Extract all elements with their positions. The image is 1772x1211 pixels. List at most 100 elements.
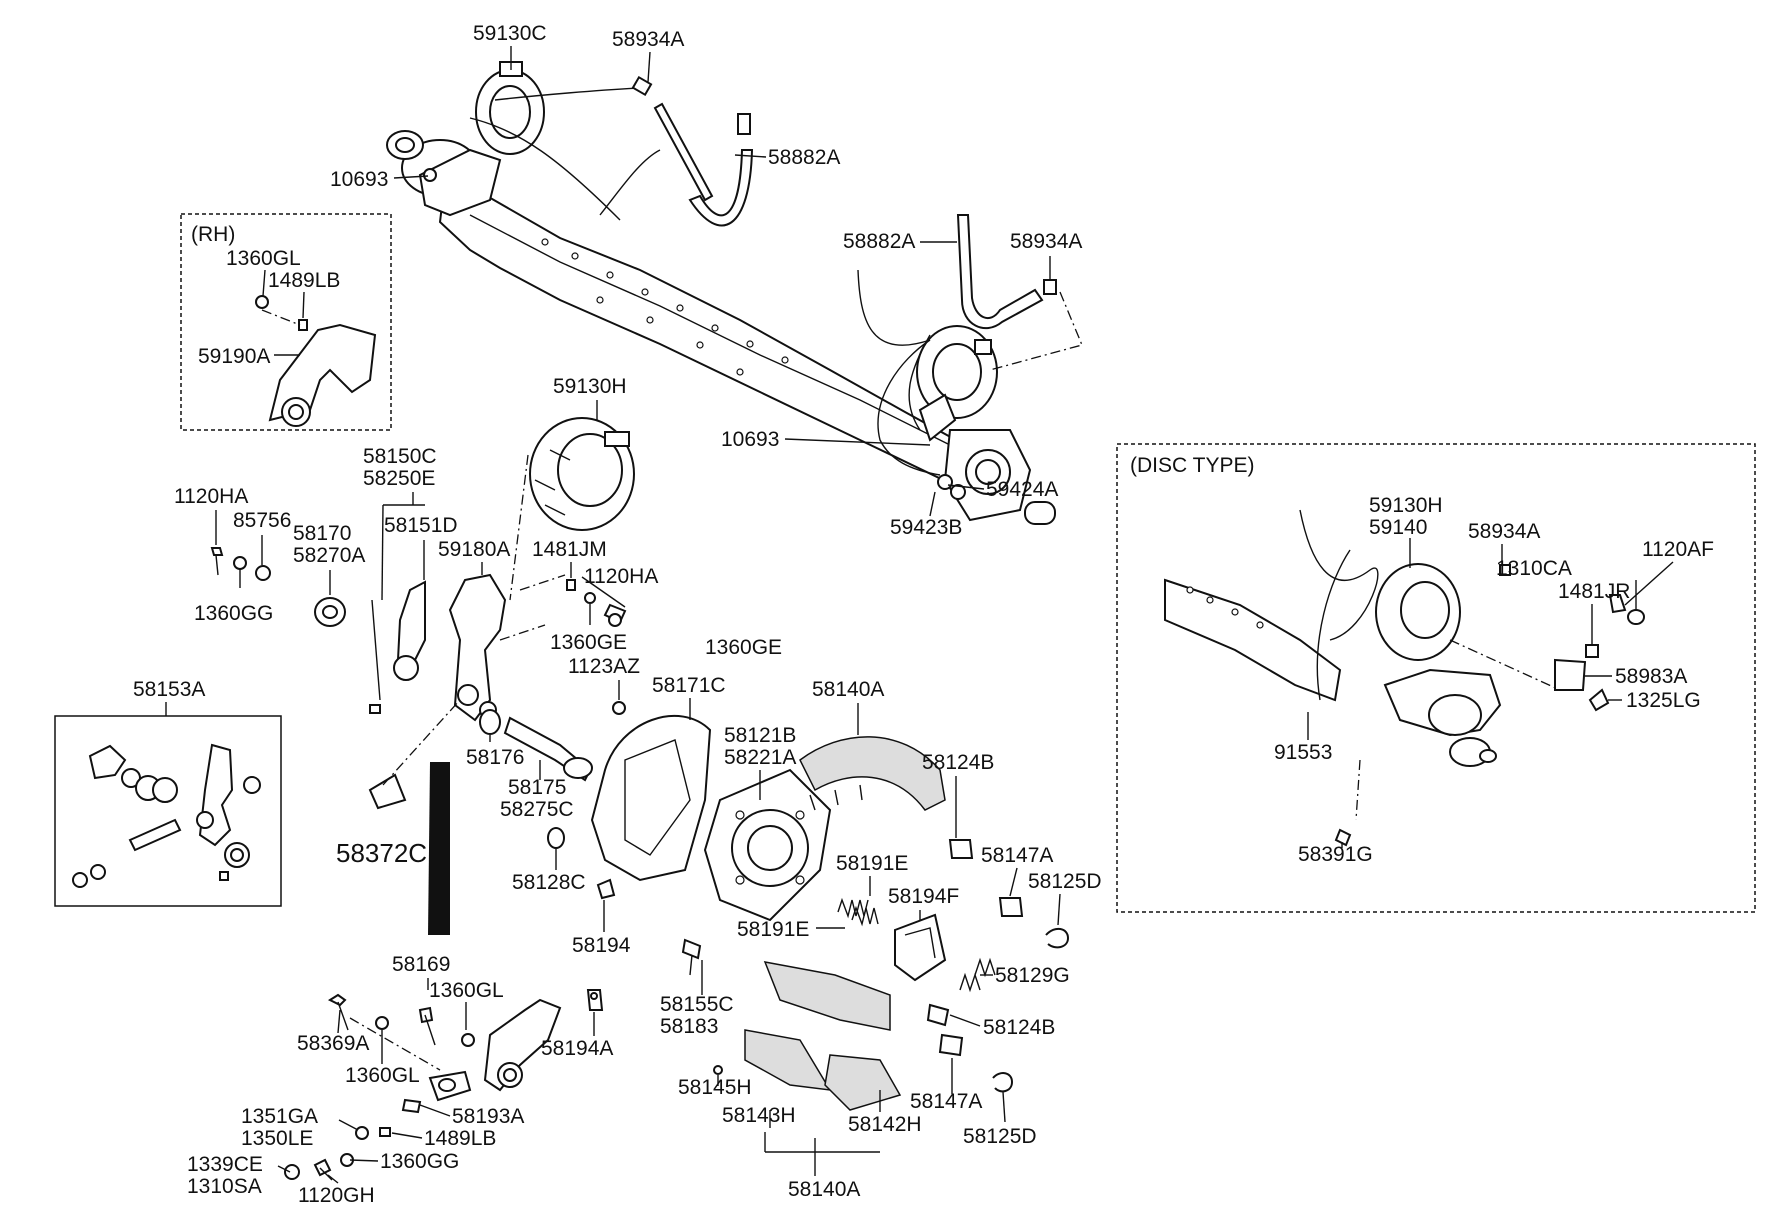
label-58155C: 58155C — [660, 993, 734, 1016]
labels: (RH) (DISC TYPE) 59130C 58934A 58882A 10… — [133, 22, 1714, 1207]
axle-holes — [541, 238, 789, 376]
label-58121B: 58121B — [724, 724, 796, 747]
label-10693: 10693 — [721, 428, 779, 451]
adjuster-kit-parts — [72, 743, 261, 888]
label-58391G: 58391G — [1298, 843, 1373, 866]
brake-spider-58121B — [703, 768, 832, 922]
label-58934A: 58934A — [612, 28, 684, 51]
part-58372C — [368, 699, 461, 810]
label-58194A: 58194A — [541, 1037, 613, 1060]
label-1360GL: 1360GL — [226, 247, 301, 270]
disc-type-box — [1116, 443, 1756, 913]
label-58934A: 58934A — [1010, 230, 1082, 253]
fasteners-1481JM — [566, 579, 627, 715]
label-59423B: 59423B — [890, 516, 962, 539]
camshaft-58175 — [479, 709, 593, 782]
label-58175: 58175 — [508, 776, 566, 799]
label-58183: 58183 — [660, 1015, 718, 1038]
brake-shoe-top — [799, 736, 946, 811]
right-knuckle-assembly — [916, 325, 1056, 525]
label-85756: 85756 — [233, 509, 291, 532]
fasteners-left — [210, 547, 346, 627]
brake-chamber-59130H — [509, 417, 635, 601]
label-58150C: 58150C — [363, 445, 437, 468]
top-brake-lines — [469, 75, 754, 227]
label-58369A: 58369A — [297, 1032, 369, 1055]
label-58270A: 58270A — [293, 544, 365, 567]
label-58169: 58169 — [392, 953, 450, 976]
brake-shoes-bottom — [713, 961, 902, 1111]
label-58151D: 58151D — [384, 514, 458, 537]
label-59424A: 59424A — [986, 478, 1058, 501]
label-1120AF: 1120AF — [1642, 538, 1714, 561]
front-axle-beam — [438, 178, 1012, 502]
label-58125D: 58125D — [1028, 870, 1102, 893]
label-1310SA: 1310SA — [187, 1175, 262, 1198]
label-1325LG: 1325LG — [1626, 689, 1701, 712]
label-58170: 58170 — [293, 522, 351, 545]
rh-bracket-assembly — [255, 295, 377, 427]
left-knuckle-assembly — [386, 61, 545, 217]
bracket-58194F — [894, 913, 947, 982]
label-1360GG: 1360GG — [380, 1150, 459, 1173]
label-1120HA: 1120HA — [584, 565, 658, 588]
bolt-58155C — [681, 938, 702, 976]
label-58191E: 58191E — [737, 918, 809, 941]
label-58983A: 58983A — [1615, 665, 1687, 688]
slack-adjuster — [369, 580, 426, 714]
label-58129G: 58129G — [995, 964, 1070, 987]
label-10693: 10693 — [330, 168, 388, 191]
mid-brake-lines — [857, 214, 1083, 476]
label-58275C: 58275C — [500, 798, 574, 821]
label-59130H: 59130H — [1369, 494, 1443, 517]
section-disc-label: (DISC TYPE) — [1130, 454, 1254, 477]
label-91553: 91553 — [1274, 741, 1332, 764]
label-58882A: 58882A — [843, 230, 915, 253]
label-58147A: 58147A — [910, 1090, 982, 1113]
label-59140: 59140 — [1369, 516, 1427, 539]
label-58142H: 58142H — [848, 1113, 922, 1136]
label-1489LB: 1489LB — [268, 269, 340, 292]
label-58372C: 58372C — [336, 838, 427, 868]
label-59180A: 59180A — [438, 538, 510, 561]
label-59130C: 59130C — [473, 22, 547, 45]
label-58194F: 58194F — [888, 885, 959, 908]
label-59130H: 59130H — [553, 375, 627, 398]
label-1351GA: 1351GA — [241, 1105, 318, 1128]
label-58125D: 58125D — [963, 1125, 1037, 1148]
camshaft-indicator — [428, 762, 450, 935]
label-58221A: 58221A — [724, 746, 796, 769]
label-58153A: 58153A — [133, 678, 205, 701]
label-1481JM: 1481JM — [532, 538, 607, 561]
label-58140A: 58140A — [788, 1178, 860, 1201]
label-58143H: 58143H — [722, 1104, 796, 1127]
adjuster-kit-box — [54, 715, 282, 907]
bracket-59180A — [448, 573, 566, 722]
label-58124B: 58124B — [983, 1016, 1055, 1039]
label-1120GH: 1120GH — [298, 1184, 375, 1207]
label-58176: 58176 — [466, 746, 524, 769]
label-58882A: 58882A — [768, 146, 840, 169]
label-1360GE: 1360GE — [550, 631, 627, 654]
label-58934A: 58934A — [1468, 520, 1540, 543]
section-rh-label: (RH) — [191, 223, 235, 246]
disc-type-assembly — [1164, 509, 1645, 847]
label-58124B: 58124B — [922, 751, 994, 774]
label-1310CA: 1310CA — [1496, 557, 1572, 580]
label-1481JR: 1481JR — [1558, 580, 1630, 603]
label-58250E: 58250E — [363, 467, 435, 490]
rh-bracket-box — [180, 213, 392, 431]
label-58128C: 58128C — [512, 871, 586, 894]
label-1489LB: 1489LB — [424, 1127, 496, 1150]
label-1123AZ: 1123AZ — [568, 655, 640, 678]
label-58171C: 58171C — [652, 674, 726, 697]
label-1360GL: 1360GL — [345, 1064, 420, 1087]
label-58147A: 58147A — [981, 844, 1053, 867]
label-1120HA: 1120HA — [174, 485, 248, 508]
label-58191E: 58191E — [836, 852, 908, 875]
label-1350LE: 1350LE — [241, 1127, 313, 1150]
label-58194: 58194 — [572, 934, 631, 957]
leader-lines — [165, 46, 1674, 1184]
label-59190A: 59190A — [198, 345, 270, 368]
